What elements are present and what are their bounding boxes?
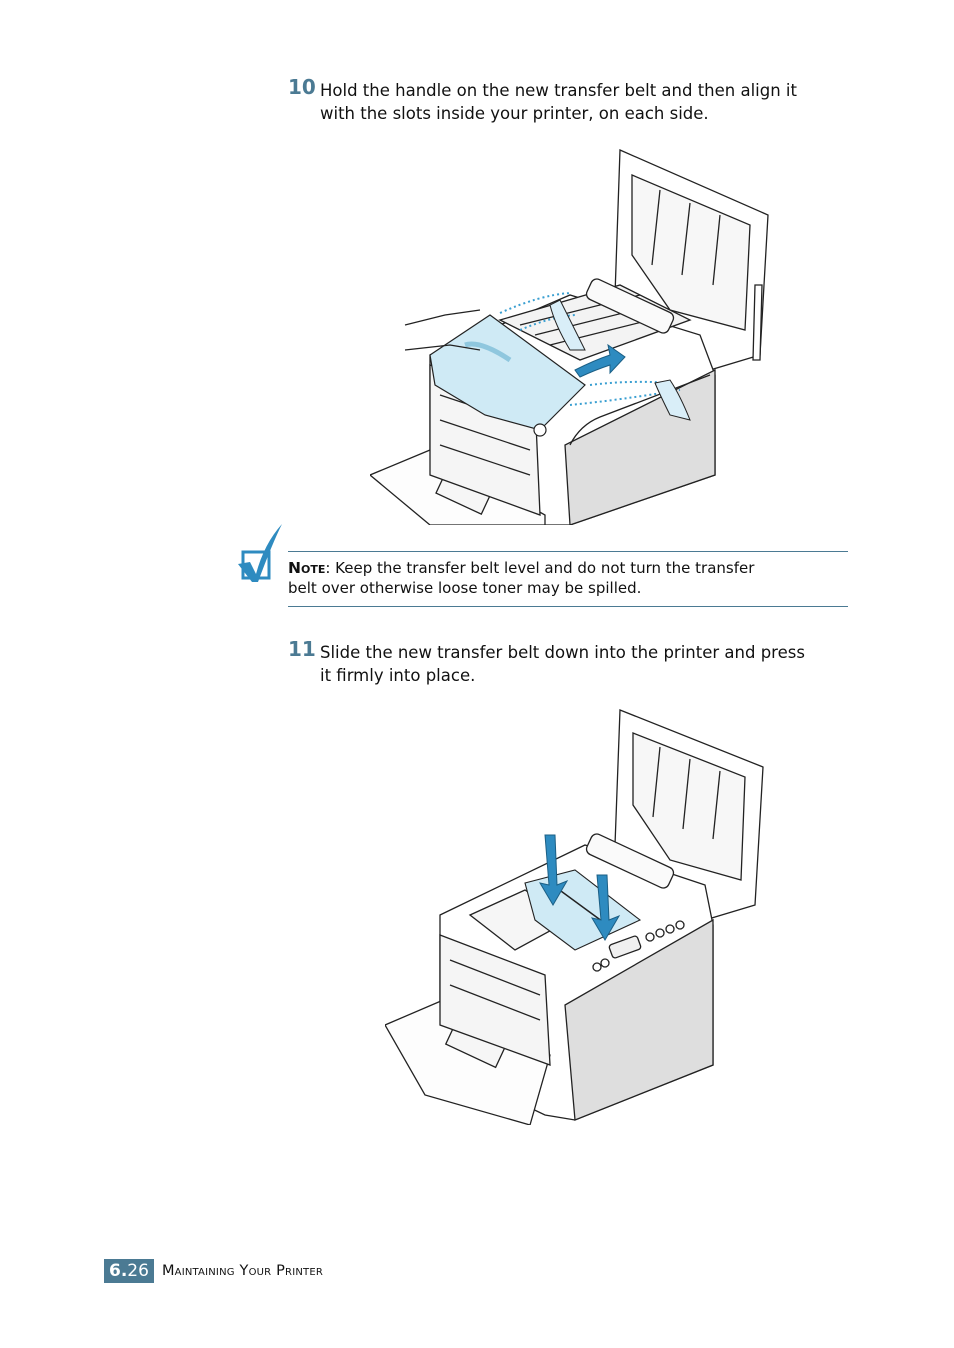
step-text-line: it firmly into place.: [320, 666, 476, 685]
step-instruction: Hold the handle on the new transfer belt…: [320, 79, 848, 125]
step-number: 11: [288, 637, 316, 661]
chapter-number: 6.: [109, 1261, 128, 1281]
page-number-badge: 6.26: [104, 1259, 154, 1283]
page-number: 26: [127, 1261, 149, 1281]
step-instruction: Slide the new transfer belt down into th…: [320, 641, 848, 687]
note-separator: :: [325, 559, 331, 577]
step-number: 10: [288, 75, 316, 99]
printer-insert-transfer-belt-illustration: [385, 709, 764, 1125]
note-text-line: Keep the transfer belt level and do not …: [330, 559, 755, 577]
printer-align-transfer-belt-illustration: [370, 149, 769, 525]
step-11: 11 Slide the new transfer belt down into…: [288, 637, 848, 687]
note-text-line: belt over otherwise loose toner may be s…: [288, 579, 642, 597]
note-label: Note: [288, 559, 326, 577]
chapter-title: Maintaining Your Printer: [161, 1263, 324, 1279]
step-text-line: with the slots inside your printer, on e…: [320, 104, 709, 123]
step-text-line: Slide the new transfer belt down into th…: [320, 643, 805, 662]
note-box: Note: Keep the transfer belt level and d…: [288, 551, 848, 607]
page-footer: 6.26 Maintaining Your Printer: [104, 1259, 323, 1283]
step-10: 10 Hold the handle on the new transfer b…: [288, 75, 848, 125]
checkmark-note-icon: [238, 524, 282, 582]
step-text-line: Hold the handle on the new transfer belt…: [320, 81, 797, 100]
